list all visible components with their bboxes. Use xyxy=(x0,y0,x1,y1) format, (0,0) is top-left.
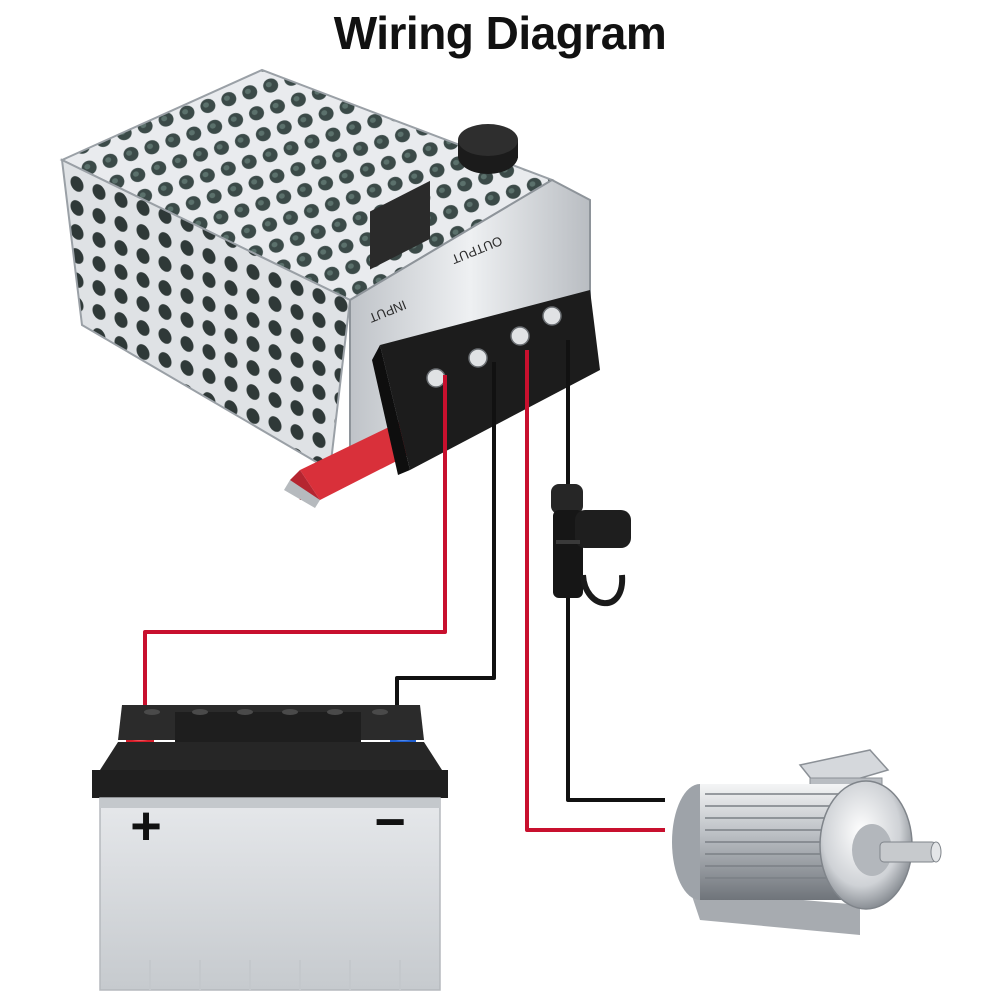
negative-sign: − xyxy=(374,792,406,852)
positive-output-wire xyxy=(525,350,665,832)
speed-controller-icon: INPUT OUTPUT xyxy=(59,68,600,508)
positive-sign: + xyxy=(130,796,162,856)
page-title: Wiring Diagram xyxy=(333,7,667,59)
positive-input-wire xyxy=(143,375,447,742)
fuse-holder-icon xyxy=(551,484,631,607)
electric-motor-icon xyxy=(672,749,942,935)
battery-icon: + − xyxy=(92,705,448,991)
